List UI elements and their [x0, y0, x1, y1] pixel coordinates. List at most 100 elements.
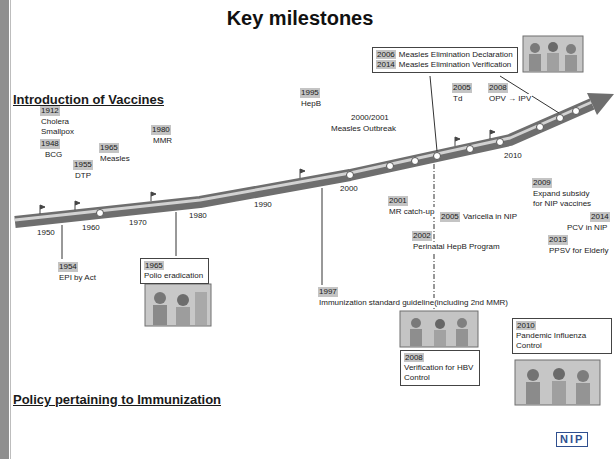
flag-mark [75, 201, 80, 210]
milestone-dot [467, 146, 474, 153]
flag-mark [151, 192, 156, 201]
year-label: 2013 [548, 235, 568, 245]
milestone-label: Measles [99, 154, 131, 164]
year-label: 1965 [99, 143, 119, 153]
milestone-label: Perinatal HepB Program [412, 242, 501, 252]
milestone-box: 2008Verification for HBV Control [400, 350, 480, 386]
milestone-label: PCV in NIP [566, 223, 608, 233]
milestone-label: Cholera [40, 117, 70, 127]
axis-year: 1960 [81, 223, 101, 233]
year-label: 2014 [590, 212, 610, 222]
milestone-dot [412, 158, 419, 165]
box-row: Verification for HBV Control [404, 363, 476, 383]
box-row: 2014Measles Elimination Verification [376, 60, 514, 70]
photo-figure [553, 368, 565, 380]
photo-figure [529, 54, 541, 71]
photo-figure [577, 370, 589, 382]
year-label: 1955 [73, 160, 93, 170]
milestone-dot [97, 210, 104, 217]
axis-year: 1990 [253, 200, 273, 210]
section-heading: Introduction of Vaccines [12, 92, 165, 107]
photo-figure [548, 42, 558, 52]
year-label: 1948 [40, 139, 60, 149]
milestone-label: Immunization standard guideline(includin… [318, 298, 509, 308]
milestone-box: 2010Pandemic Influenza Control [512, 318, 612, 354]
axis-year: 1950 [36, 228, 56, 238]
year-label: 2005 [440, 212, 460, 222]
year-label: 1980 [151, 125, 171, 135]
milestone-label: Smallpox [40, 127, 75, 137]
photo [523, 36, 583, 72]
photo-figure [154, 292, 166, 304]
year-label: 1997 [318, 287, 338, 297]
leader-line [322, 188, 323, 285]
year-label: 2009 [532, 178, 552, 188]
photo [400, 311, 478, 347]
photo-figure [576, 383, 590, 404]
milestone-label: 2000/2001 [350, 113, 390, 123]
axis-year: 1970 [128, 218, 148, 228]
leader-lines [62, 76, 559, 309]
photo-figure [566, 44, 576, 54]
year-label: 2001 [388, 196, 408, 206]
section-heading: Policy pertaining to Immunization [12, 392, 222, 407]
milestone-label: EPI by Act [58, 273, 97, 283]
milestone-dot [537, 124, 544, 131]
photo [515, 360, 600, 405]
year-label: 1954 [58, 262, 78, 272]
year-label: 2008 [404, 353, 424, 362]
photo-figure [176, 307, 190, 325]
axis-year: 1980 [188, 211, 208, 221]
year-label: 1912 [40, 106, 60, 116]
milestone-dot [347, 172, 354, 179]
milestone-label: MR catch-up [388, 207, 435, 217]
year-label: 1995 [300, 88, 320, 98]
photo-frame [400, 311, 478, 347]
milestone-label: OPV → IPV [488, 94, 532, 104]
box-row: 2010 [516, 321, 608, 331]
flag-mark [300, 169, 305, 178]
milestone-label: MMR [152, 136, 173, 146]
milestone-dot [387, 163, 394, 170]
photo-figure [565, 55, 577, 71]
leader-line [62, 225, 63, 259]
year-label: 2005 [452, 83, 472, 93]
box-row: Polio eradication [144, 271, 205, 281]
arrow-band [15, 104, 592, 222]
milestone-label: PPSV for Elderly [548, 246, 610, 256]
arrow-head [587, 93, 614, 115]
milestone-box: 1965Polio eradication [140, 258, 209, 284]
milestone-dot [434, 153, 441, 160]
year-label: 2006 [376, 50, 396, 59]
milestone-label: Varicella in NIP [462, 212, 518, 222]
flag-mark [455, 137, 460, 146]
year-label: 2014 [376, 60, 396, 69]
box-text: Measles Elimination Declaration [399, 50, 513, 59]
milestone-dot [573, 108, 580, 115]
photo-figure [552, 381, 566, 404]
milestone-dot [557, 115, 564, 122]
milestone-flags [40, 130, 495, 214]
box-text: Verification for HBV Control [404, 363, 473, 382]
axis-year: 2000 [339, 184, 359, 194]
photo-figure [411, 318, 421, 328]
photo-figure [457, 318, 467, 328]
year-label: 2002 [412, 231, 432, 241]
side-band [0, 0, 9, 459]
leader-line [176, 212, 177, 256]
photo-figure [153, 305, 167, 325]
box-row: 2008 [404, 353, 476, 363]
milestone-label: Measles Outbreak [330, 124, 397, 134]
photo-figure [530, 43, 540, 53]
photo-figure [547, 53, 559, 71]
box-row: Pandemic Influenza Control [516, 331, 608, 351]
milestone-label: HepB [300, 99, 322, 109]
milestone-label: BCG [44, 150, 63, 160]
photo-frame [523, 36, 583, 72]
photo-figure [526, 382, 540, 404]
slide-title: Key milestones [0, 6, 600, 30]
logo-text: NIP [556, 432, 588, 447]
box-row: 1965 [144, 261, 205, 271]
photo-figure [435, 319, 445, 329]
